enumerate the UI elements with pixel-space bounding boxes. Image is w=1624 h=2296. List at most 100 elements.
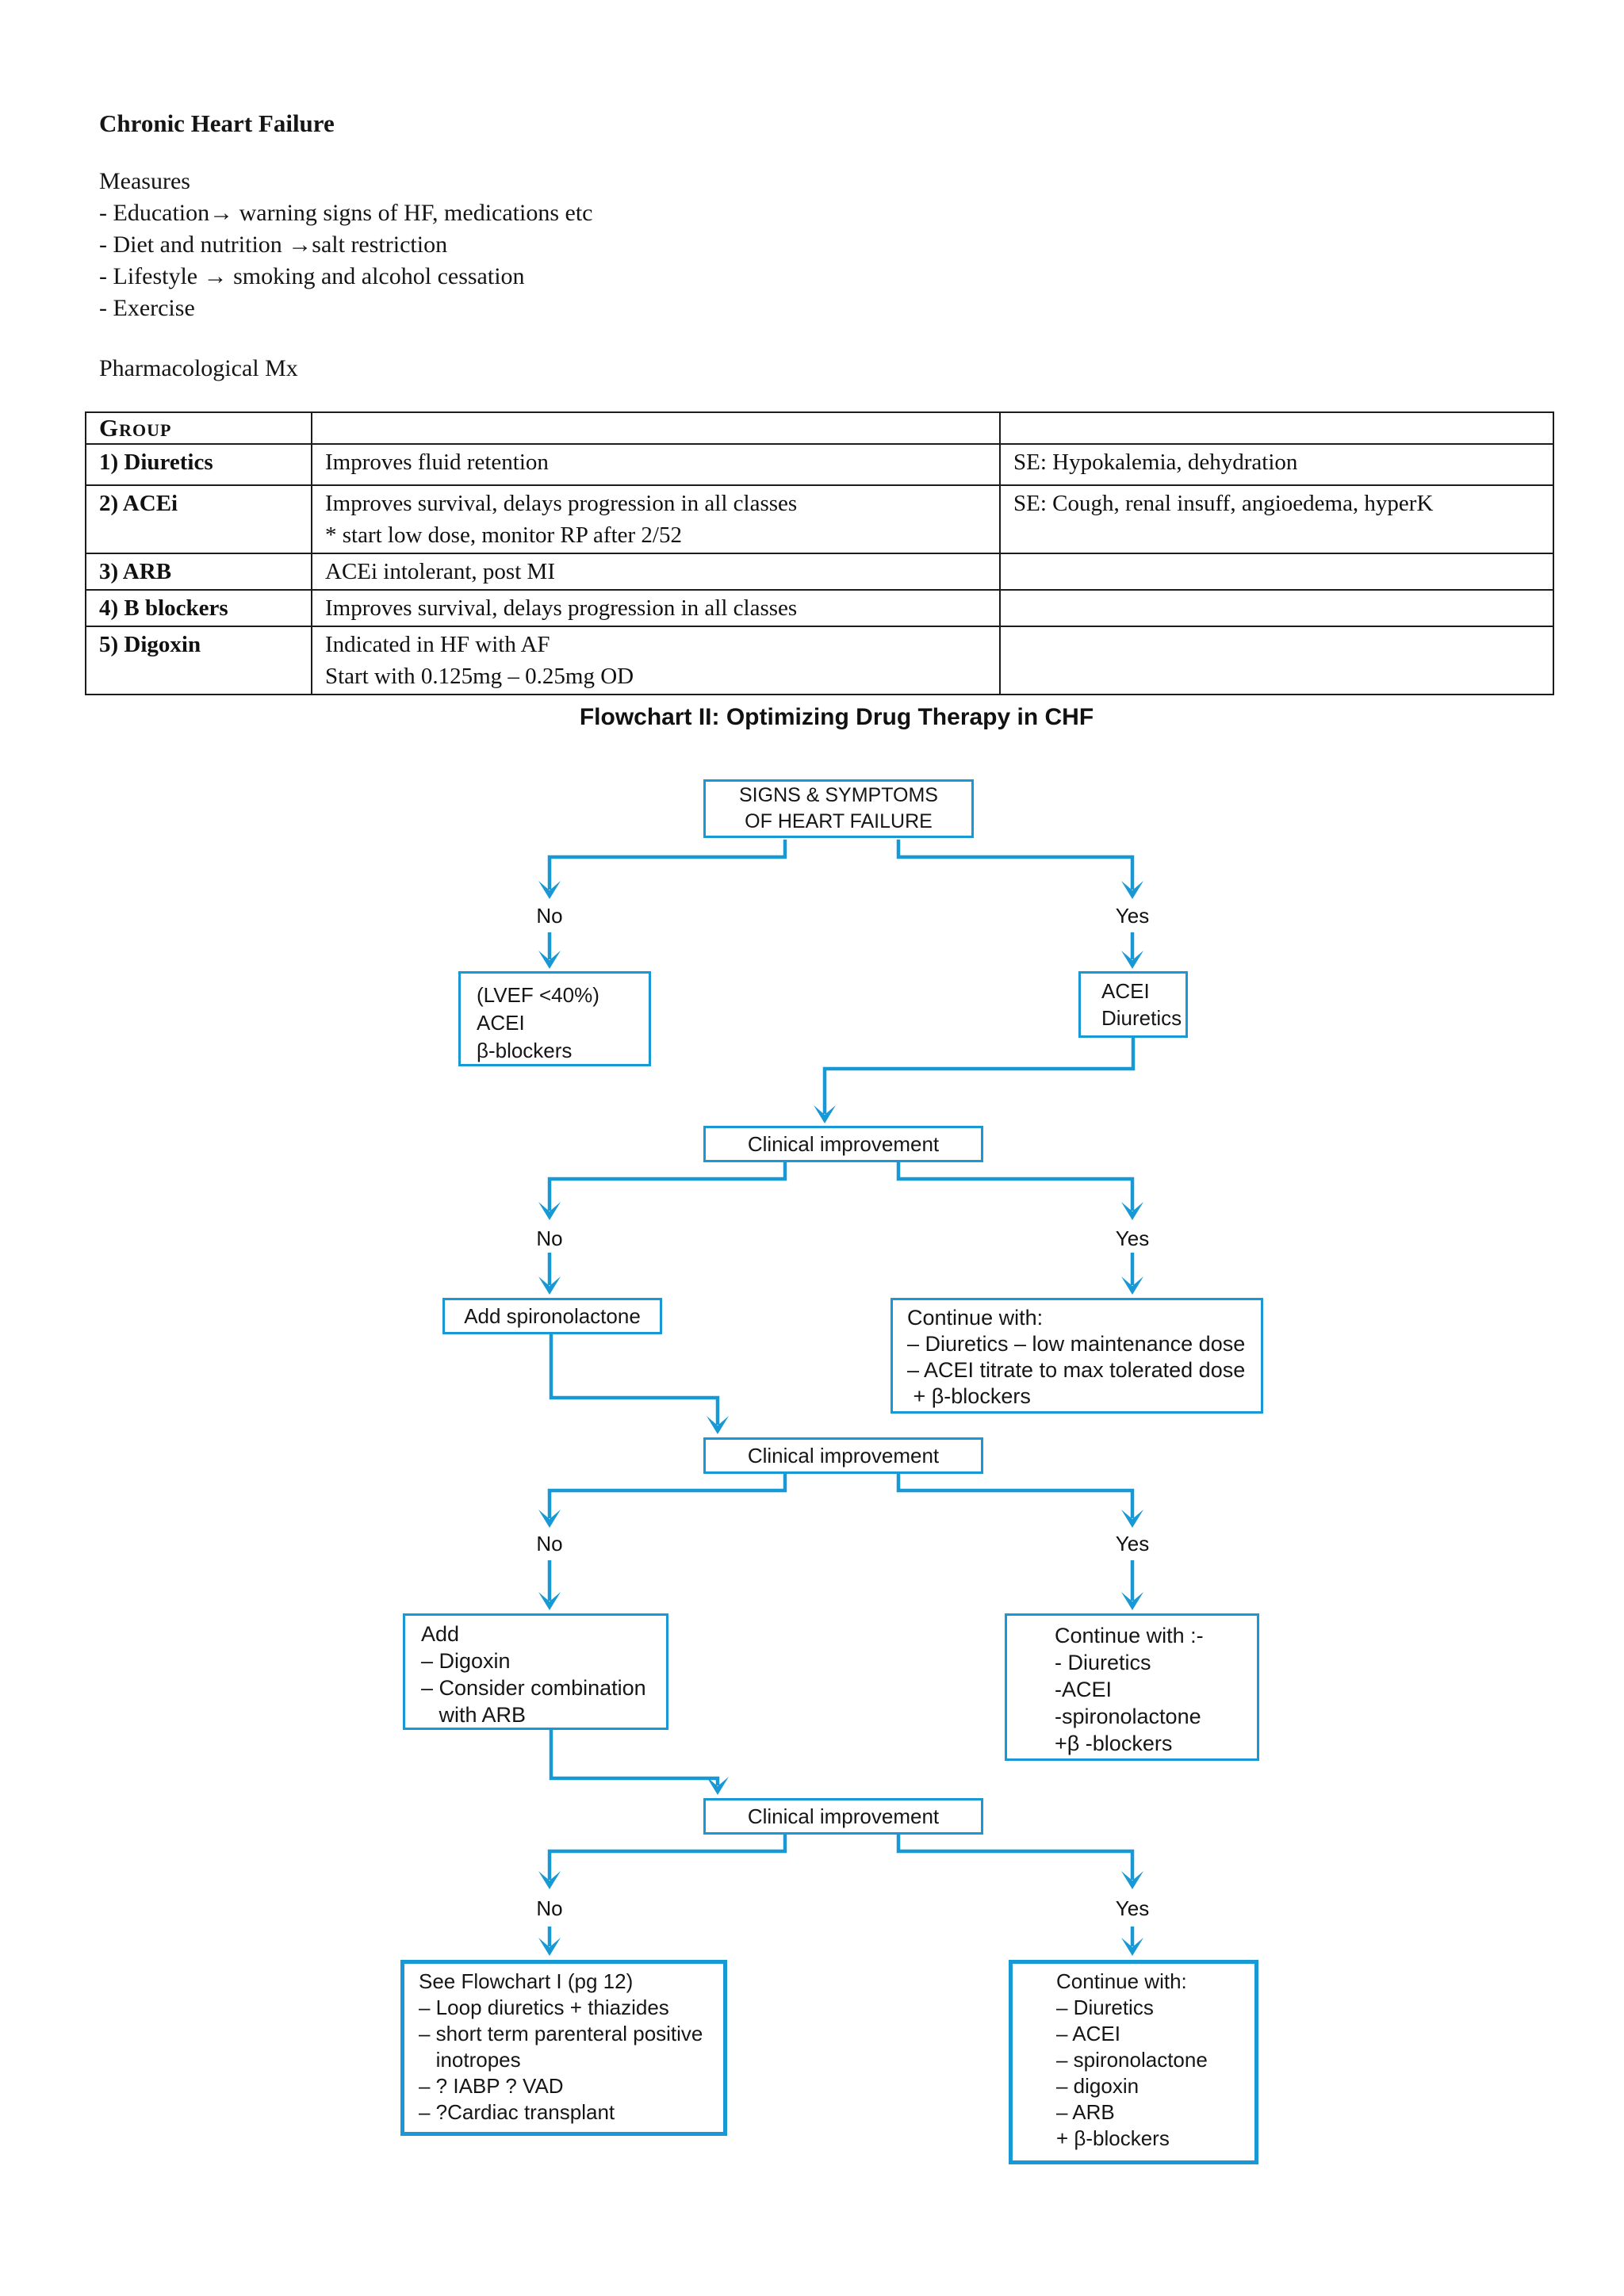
flow-node-line: - Diuretics [1055, 1651, 1151, 1674]
flow-node-line: OF HEART FAILURE [745, 810, 933, 832]
description-line: Indicated in HF with AF [325, 632, 550, 657]
flow-node-line: ACEI [477, 1011, 525, 1035]
flow-node-line: See Flowchart I (pg 12) [419, 1969, 634, 1993]
arrowhead-down-icon [538, 1871, 561, 1889]
arrowhead-down-icon [1121, 1871, 1143, 1889]
flow-node-line: – ACEI [1056, 2022, 1120, 2045]
flow-node-acei-diuretics: ACEI Diuretics [1078, 971, 1188, 1038]
connector-line [547, 1161, 787, 1211]
cell-description: Improves survival, delays progression in… [311, 484, 1001, 554]
flow-node-line: -spironolactone [1055, 1705, 1201, 1728]
flow-node-line: ACEI [1101, 979, 1150, 1003]
cell-description: Improves survival, delays progression in… [311, 589, 1001, 627]
arrowhead-down-icon [1121, 1202, 1143, 1220]
cell-group: 3) ARB [85, 553, 312, 591]
arrowhead-down-icon [538, 951, 561, 969]
flow-node-see-flowchart-1: See Flowchart I (pg 12)– Loop diuretics … [400, 1960, 727, 2136]
description-line: Start with 0.125mg – 0.25mg OD [325, 664, 634, 689]
flow-node-continue-1: Continue with:– Diuretics – low maintena… [891, 1298, 1263, 1414]
arrowhead-down-icon [1121, 1510, 1143, 1528]
branch-label-no-1: No [536, 904, 563, 928]
description-line: ACEi intolerant, post MI [325, 559, 555, 584]
header-group: Group [85, 411, 312, 445]
header-description [311, 411, 1001, 445]
measure-item-diet: - Diet and nutrition →salt restriction [99, 232, 448, 258]
arrowhead-down-icon [538, 1592, 561, 1610]
flow-node-line: (LVEF <40%) [477, 983, 599, 1007]
flow-node-line: + β-blockers [907, 1384, 1031, 1408]
flow-node-line: – spironolactone [1056, 2048, 1208, 2072]
flow-node-clinical-improvement-1: Clinical improvement [703, 1126, 983, 1162]
cell-side-effects [999, 553, 1554, 591]
pharmacological-heading: Pharmacological Mx [99, 355, 298, 381]
flow-node-line: β-blockers [477, 1039, 573, 1062]
arrowhead-down-icon [1121, 951, 1143, 969]
connector-line [822, 1036, 1136, 1114]
arrowhead-down-icon [1121, 881, 1143, 899]
flow-node-lvef-acei-bblockers: (LVEF <40%) ACEI β-blockers [458, 971, 651, 1066]
arrowhead-down-icon [538, 1938, 561, 1956]
connector-line [547, 1472, 787, 1518]
connector-line [547, 840, 787, 890]
branch-label-no-4: No [536, 1896, 563, 1920]
table-row: 1) Diuretics Improves fluid retention SE: … [85, 443, 1554, 486]
description-line: Improves fluid retention [325, 450, 549, 475]
connector-line [547, 1833, 787, 1880]
branch-label-no-2: No [536, 1226, 563, 1250]
description-line: Improves survival, delays progression in… [325, 595, 798, 621]
flow-node-add-spironolactone: Add spironolactone [442, 1298, 662, 1334]
connector-line [896, 1161, 1135, 1211]
arrowhead-down-icon [538, 1510, 561, 1528]
table-header-row: Group [85, 411, 1554, 445]
cell-group: 2) ACEi [85, 484, 312, 554]
cell-side-effects [999, 626, 1554, 695]
connector-line [549, 1333, 720, 1425]
flow-node-add-digoxin-arb: Add– Digoxin– Consider combination with … [403, 1613, 668, 1730]
arrowhead-down-icon [707, 1777, 729, 1795]
flow-node-line: Continue with :- [1055, 1624, 1204, 1647]
branch-label-yes-3: Yes [1115, 1532, 1150, 1556]
drug-group-table: Group 1) Diuretics Improves fluid retenti… [85, 411, 1554, 695]
arrowhead-down-icon [538, 1202, 561, 1220]
cell-side-effects: SE: Hypokalemia, dehydration [999, 443, 1554, 486]
arrowhead-down-icon [538, 1276, 561, 1295]
cell-side-effects [999, 589, 1554, 627]
flow-node-line: Continue with: [907, 1306, 1044, 1330]
flow-node-line: with ARB [421, 1703, 527, 1727]
branch-label-yes-2: Yes [1115, 1226, 1150, 1250]
flow-node-line: inotropes [419, 2048, 521, 2072]
connector-line [896, 1472, 1135, 1518]
cell-description: Indicated in HF with AF Start with 0.125m… [311, 626, 1001, 695]
measure-item-exercise: - Exercise [99, 295, 195, 321]
flow-node-line: – Digoxin [421, 1649, 511, 1673]
header-side-effects [999, 411, 1554, 445]
arrowhead-down-icon [814, 1105, 836, 1123]
flow-node-line: Diuretics [1101, 1006, 1182, 1030]
connector-line [896, 1833, 1135, 1880]
branch-label-no-3: No [536, 1532, 563, 1556]
cell-side-effects: SE: Cough, renal insuff, angioedema, hyp… [999, 484, 1554, 554]
flow-node-line: – digoxin [1056, 2074, 1139, 2098]
flow-node-continue-3: Continue with:– Diuretics– ACEI– spirono… [1009, 1960, 1258, 2164]
branch-label-yes-1: Yes [1115, 904, 1150, 928]
flow-node-line: – ?Cardiac transplant [419, 2100, 615, 2124]
flow-node-clinical-improvement-3: Clinical improvement [703, 1798, 983, 1835]
arrowhead-down-icon [707, 1416, 729, 1434]
arrowhead-down-icon [1121, 1938, 1143, 1956]
measures-heading: Measures [99, 168, 190, 194]
measure-item-lifestyle: - Lifestyle → smoking and alcohol cessat… [99, 263, 525, 289]
cell-group: 5) Digoxin [85, 626, 312, 695]
measure-item-education: - Education→ warning signs of HF, medica… [99, 200, 593, 226]
flow-node-line: Continue with: [1056, 1969, 1187, 1993]
flow-node-line: – short term parenteral positive [419, 2022, 703, 2045]
connector-line [549, 1728, 720, 1785]
cell-description: Improves fluid retention [311, 443, 1001, 486]
cell-group: 1) Diuretics [85, 443, 312, 486]
cell-description: ACEi intolerant, post MI [311, 553, 1001, 591]
arrowhead-down-icon [1121, 1592, 1143, 1610]
flow-node-continue-2: Continue with :-- Diuretics-ACEI-spirono… [1005, 1613, 1259, 1761]
